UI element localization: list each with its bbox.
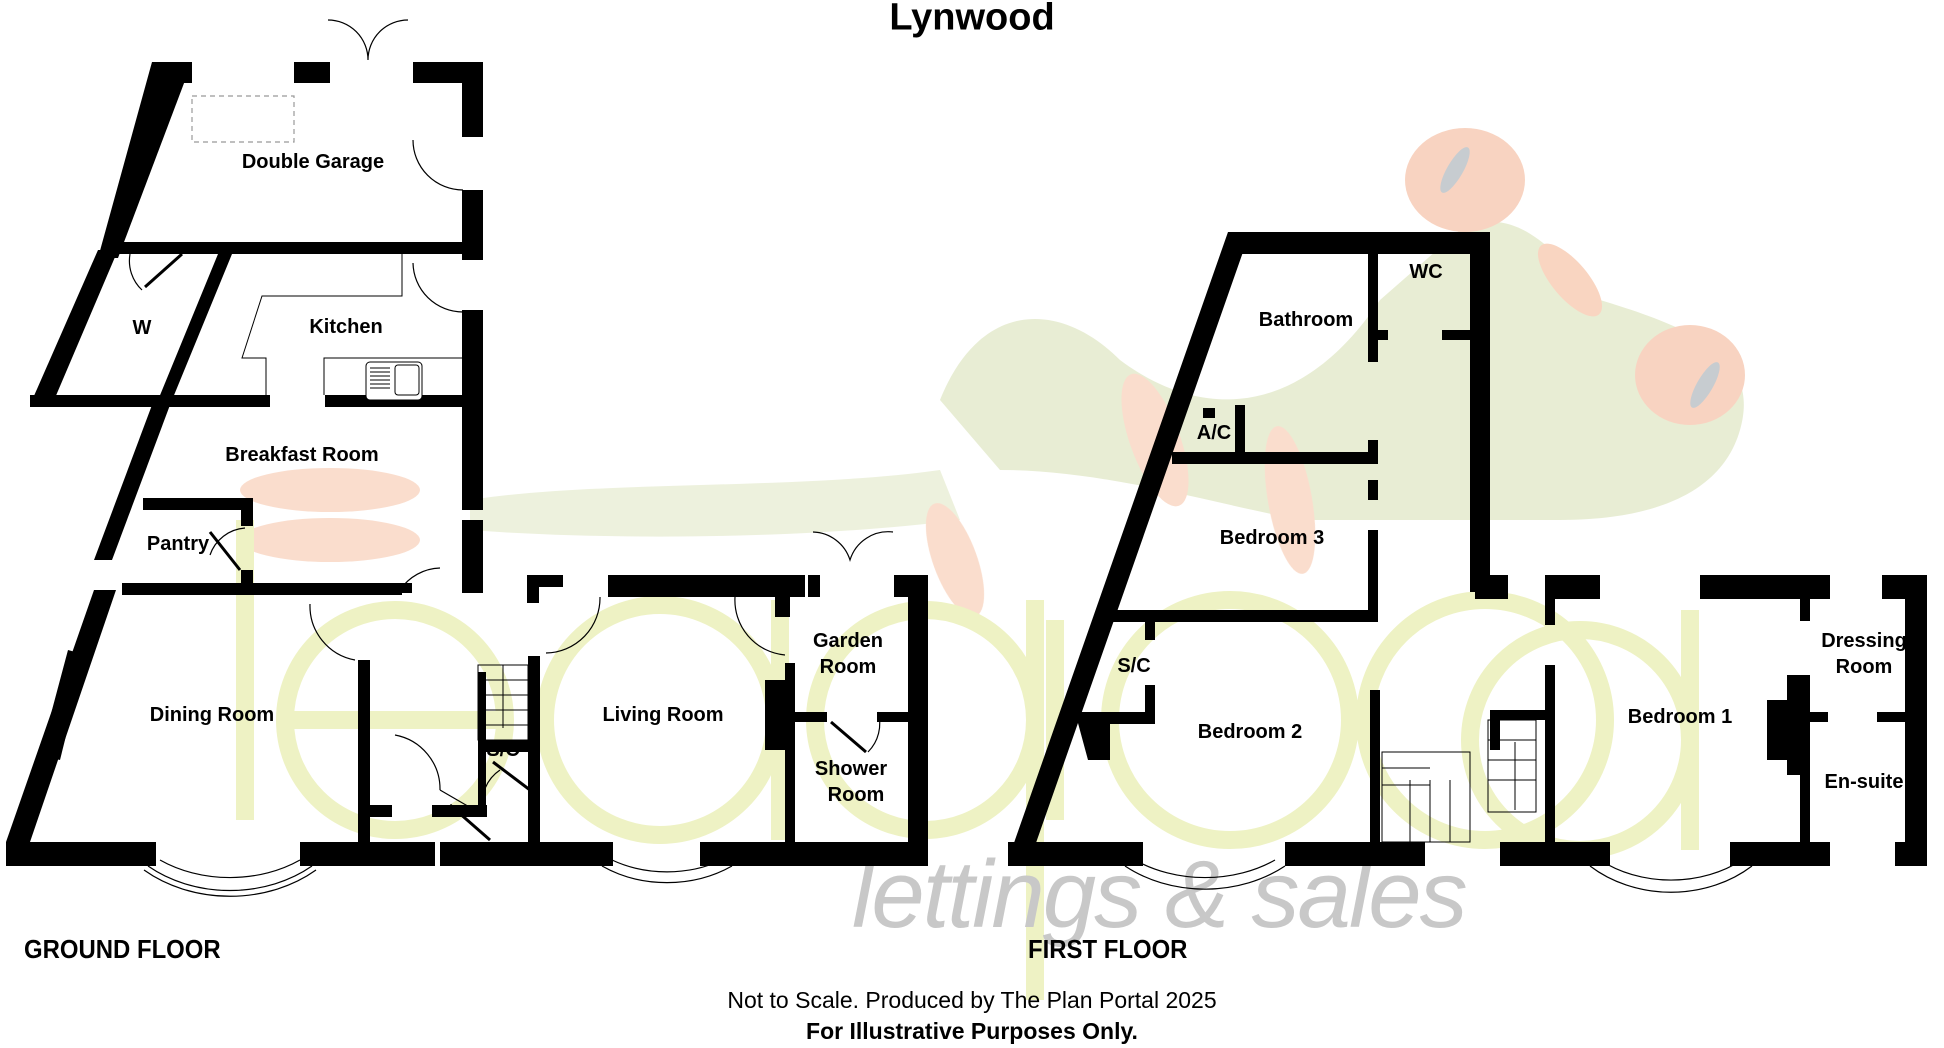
room-label-shower-room-line1: Shower [814,758,888,780]
room-label-wc: WC [1409,261,1443,283]
room-label-living-room: Living Room [602,704,724,726]
frog-illustration [240,128,1745,617]
room-label-ac: A/C [1196,422,1232,444]
kitchen-worktops [241,254,462,395]
footer-illustrative-note: For Illustrative Purposes Only. [806,1018,1138,1044]
door-swings [128,19,894,813]
room-label-garden-room-line1: Garden [812,630,884,652]
room-label-bedroom-1: Bedroom 1 [1627,706,1733,728]
first-floor-walls [1008,232,1927,866]
sink-icon [365,361,423,401]
room-label-bedroom-3: Bedroom 3 [1219,527,1325,549]
ground-floor-walls [6,62,928,866]
room-label-double-garage: Double Garage [241,151,385,173]
footer-disclaimer: Not to Scale. Produced by The Plan Porta… [727,987,1217,1013]
room-label-dressing-room-line2: Room [1835,656,1893,678]
page-title: Lynwood [889,0,1055,39]
room-label-garden-room-line2: Room [819,656,877,678]
first-floor-heading: FIRST FLOOR [1028,934,1188,964]
roof-light-outline [191,95,295,143]
bay-windows [143,859,1753,897]
room-label-dining-room: Dining Room [149,704,275,726]
room-label-dressing-room-line1: Dressing [1821,630,1907,652]
staircases [477,664,1537,843]
room-label-w: W [132,317,152,339]
room-label-pantry: Pantry [146,533,210,555]
room-label-sc-first: S/C [1117,655,1151,677]
room-label-en-suite: En-suite [1824,771,1904,793]
door-leaves [144,252,867,842]
ground-floor-heading: GROUND FLOOR [24,934,221,964]
room-label-sc-ground: S/C [486,739,520,761]
room-label-kitchen: Kitchen [309,316,383,338]
room-label-breakfast-room: Breakfast Room [225,444,379,466]
room-label-shower-room-line2: Room [827,784,885,806]
room-label-bedroom-2: Bedroom 2 [1197,721,1303,743]
room-label-bathroom: Bathroom [1258,309,1354,331]
